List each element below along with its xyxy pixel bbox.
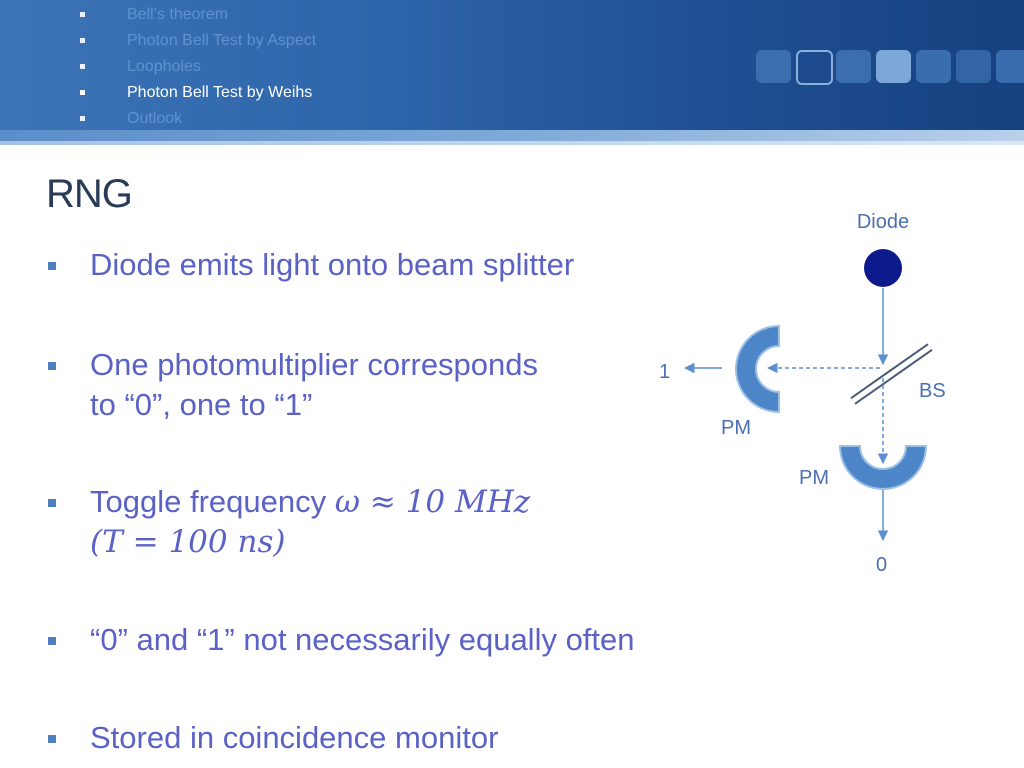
bullet-text: Diode emits light onto beam splitter [90,247,575,282]
slide-title: RNG [46,172,133,216]
nav-item-aspect[interactable]: Photon Bell Test by Aspect [78,30,316,56]
bullet-text: One photomultiplier corresponds [90,347,539,382]
nav-item-loopholes[interactable]: Loopholes [78,56,316,82]
nav-item-outlook[interactable]: Outlook [78,108,316,134]
header-stripe [0,130,1024,144]
bullet-square-icon [48,735,56,743]
nav-item-weihs[interactable]: Photon Bell Test by Weihs [78,82,316,108]
nav-item-bells-theorem[interactable]: Bell’s theorem [78,4,316,30]
math-frequency: ω ≈ 10 MHz [334,484,531,520]
bullet-text: Toggle frequency ω ≈ 10 MHz [90,483,530,521]
bullet-text: Stored in coincidence monitor [90,720,499,755]
bullet-square-icon [48,499,56,507]
section-navigation: Bell’s theorem Photon Bell Test by Aspec… [78,4,316,134]
header-band: Bell’s theorem Photon Bell Test by Aspec… [0,0,1024,137]
nav-bullet-icon [80,64,85,69]
progress-box-current [876,50,911,83]
nav-bullet-icon [80,90,85,95]
bullet-item: Toggle frequency ω ≈ 10 MHz (T = 100 ns) [44,483,764,563]
nav-item-label: Photon Bell Test by Aspect [127,32,317,49]
photomultiplier-bottom-icon [838,445,928,490]
math-period: (T = 100 ns) [90,524,286,560]
pm-bottom-label: PM [799,467,829,489]
beam-splitter-icon-outline [850,343,933,405]
progress-box [916,50,951,83]
nav-item-label: Bell’s theorem [127,6,229,23]
bullet-text: “0” and “1” not necessarily equally ofte… [90,622,635,657]
bullet-item: Stored in coincidence monitor [44,719,764,759]
nav-bullet-icon [80,116,85,121]
header-stripe-light [0,141,1024,145]
progress-box [836,50,871,83]
progress-box [956,50,991,83]
nav-item-label: Outlook [127,110,183,127]
output-0-label: 0 [876,554,887,576]
bullet-item: “0” and “1” not necessarily equally ofte… [44,621,764,661]
bullet-square-icon [48,262,56,270]
nav-item-label: Photon Bell Test by Weihs [127,84,313,101]
nav-bullet-icon [80,12,85,17]
bullet-item: Diode emits light onto beam splitter [44,246,764,286]
beam-splitter-icon [851,344,932,404]
progress-box [996,50,1024,83]
bullet-text-continued: to “0”, one to “1” [90,387,313,422]
nav-bullet-icon [80,38,85,43]
diode-icon [864,249,902,287]
bullet-square-icon [48,637,56,645]
bullet-text-prefix: Toggle frequency [90,484,335,519]
bullet-square-icon [48,362,56,370]
diode-label: Diode [857,211,909,233]
bs-label: BS [919,380,946,402]
progress-box [756,50,791,83]
bullet-item: One photomultiplier corresponds to “0”, … [44,346,764,426]
nav-item-label: Loopholes [127,58,201,75]
progress-box [796,50,833,85]
